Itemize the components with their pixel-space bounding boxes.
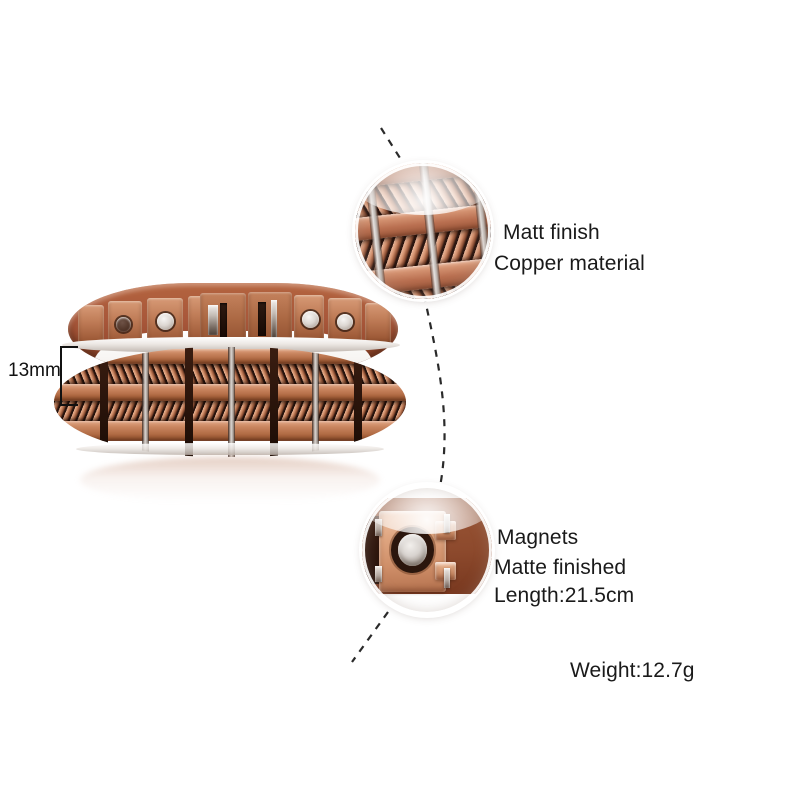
link-seam [354, 347, 362, 457]
magnet-insert [116, 317, 131, 332]
clasp-slot [220, 303, 227, 337]
link-divider [142, 347, 149, 457]
magnet-insert [157, 313, 174, 330]
product-bracelet-photo [50, 275, 410, 503]
weight-label: Weight:12.7g [570, 659, 695, 682]
leader-path-connector [422, 294, 446, 488]
clasp-hinge [208, 305, 218, 335]
magnified-link-texture [355, 163, 491, 299]
link-seam [270, 347, 278, 457]
leader-path-bottom-out [351, 611, 389, 663]
zoom-notch [443, 513, 451, 534]
magnet-insert [337, 314, 353, 330]
link-tab [365, 303, 391, 345]
clasp-slot [258, 302, 266, 336]
bracelet-front-face [54, 347, 406, 457]
callout-magnets-line1: Magnets [497, 526, 579, 549]
callout-matt-finish-line2: Copper material [494, 252, 645, 275]
link-seam [100, 347, 108, 457]
zoom-magnet [398, 534, 427, 566]
width-dimension-bracket [60, 346, 78, 406]
width-dimension-label: 13mm [8, 360, 61, 381]
magnified-magnet-link [362, 485, 492, 615]
callout-magnets-line2: Matte finished [494, 556, 627, 579]
bracelet-bottom-edge [76, 443, 384, 455]
callout-matt-finish-line1: Matt finish [503, 221, 600, 244]
clasp-bar [271, 300, 277, 338]
link-divider [312, 347, 319, 457]
zoom-notch [375, 565, 382, 583]
surface-reflection [80, 457, 380, 503]
link-divider [228, 347, 235, 457]
magnifier-magnets [362, 485, 492, 615]
magnet-insert [302, 311, 319, 328]
bracelet-band [50, 275, 410, 503]
link-seam [185, 347, 193, 457]
zoom-notch [375, 518, 382, 536]
callout-magnets-line3: Length:21.5cm [494, 584, 635, 607]
magnifier-matt-finish [355, 163, 491, 299]
zoom-notch [443, 568, 451, 588]
